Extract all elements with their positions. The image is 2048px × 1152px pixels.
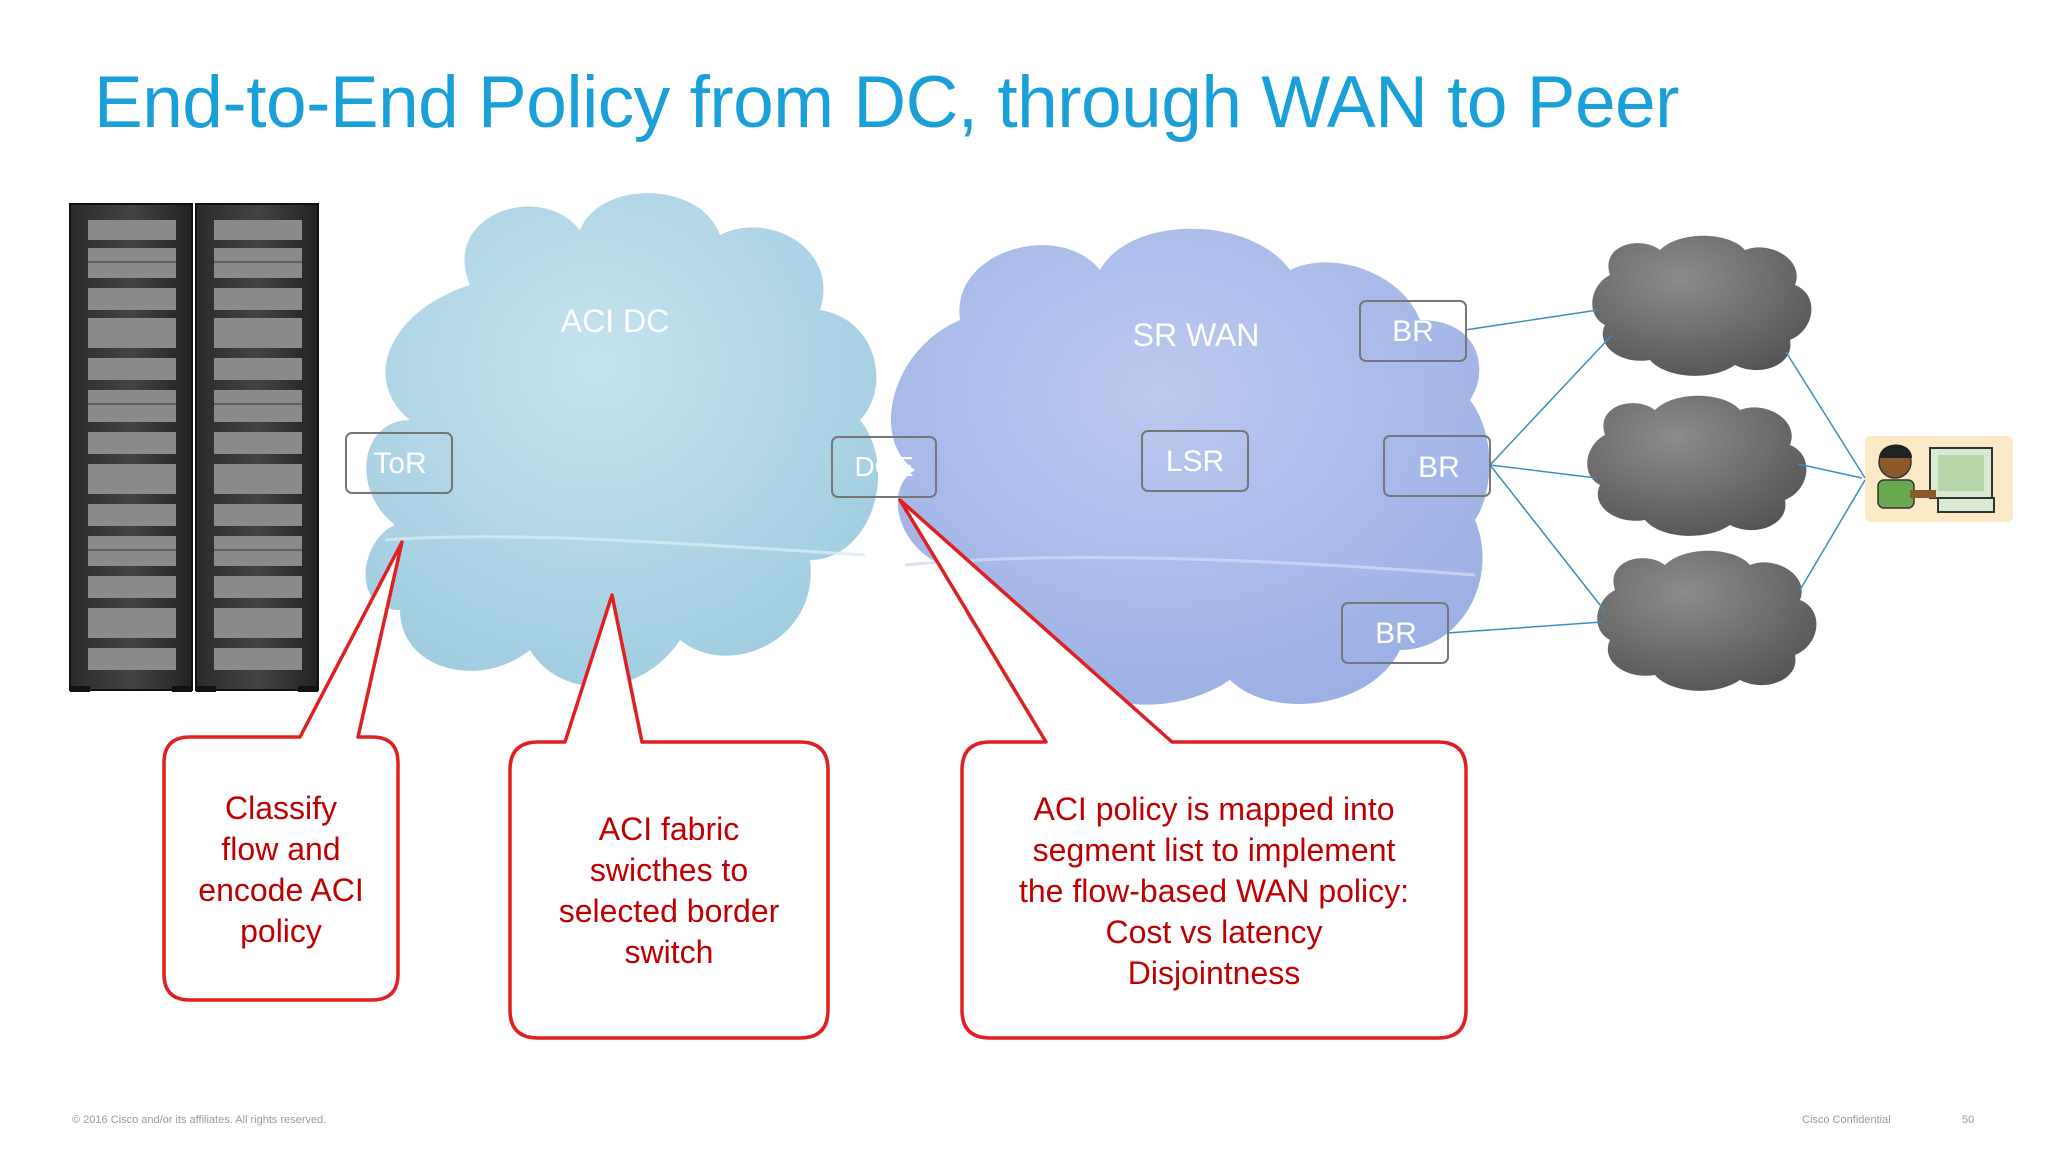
lsr-node: LSR [1141, 430, 1249, 492]
br-bottom-label: BR [1375, 617, 1417, 650]
footer-confidential: Cisco Confidential [1802, 1114, 1891, 1126]
server-rack-icon [69, 203, 319, 692]
dce-label: DCE [854, 451, 913, 482]
tor-label: ToR [373, 447, 426, 480]
br-top-label: BR [1392, 315, 1434, 348]
callout-fabric-line-4: switch [625, 934, 714, 970]
callout-mapped-line-2: segment list to implement [1033, 832, 1396, 868]
callout-mapped: ACI policy is mapped into segment list t… [898, 498, 1468, 1040]
peer-cloud-top [1592, 235, 1812, 376]
peer-cloud-middle [1587, 395, 1807, 536]
sr-wan-cloud: SR WAN [890, 228, 1490, 705]
tor-node: ToR [345, 432, 453, 494]
callout-classify: Classify flow and encode ACI policy [162, 540, 404, 1002]
br-node-top: BR [1359, 300, 1467, 362]
br-middle-label: BR [1418, 451, 1460, 484]
callout-mapped-line-1: ACI policy is mapped into [1033, 791, 1394, 827]
callout-classify-line-4: policy [240, 913, 322, 949]
callout-classify-line-1: Classify [225, 790, 337, 826]
callout-classify-line-2: flow and [221, 831, 340, 867]
sr-wan-label: SR WAN [1133, 317, 1260, 353]
lsr-label: LSR [1166, 445, 1224, 478]
callout-classify-line-3: encode ACI [198, 872, 363, 908]
dce-node: DCE [831, 436, 937, 498]
footer-page-number: 50 [1962, 1114, 1975, 1126]
br-node-middle: BR [1383, 435, 1491, 497]
footer-copyright: © 2016 Cisco and/or its affiliates. All … [72, 1114, 327, 1126]
wan-links [1446, 309, 1866, 634]
br-node-bottom: BR [1341, 602, 1449, 664]
callout-mapped-line-5: Disjointness [1128, 955, 1301, 991]
user-computer-icon [1865, 436, 2013, 522]
aci-dc-cloud: ACI DC [365, 193, 879, 687]
callout-fabric: ACI fabric swicthes to selected border s… [508, 593, 830, 1040]
slide-title: End-to-End Policy from DC, through WAN t… [94, 62, 1679, 143]
callout-mapped-line-3: the flow-based WAN policy: [1019, 873, 1409, 909]
callout-mapped-line-4: Cost vs latency [1106, 914, 1323, 950]
callout-fabric-line-2: swicthes to [590, 852, 748, 888]
callout-fabric-line-1: ACI fabric [599, 811, 739, 847]
callout-fabric-line-3: selected border [559, 893, 780, 929]
aci-dc-label: ACI DC [561, 303, 669, 339]
peer-cloud-bottom [1597, 550, 1817, 691]
